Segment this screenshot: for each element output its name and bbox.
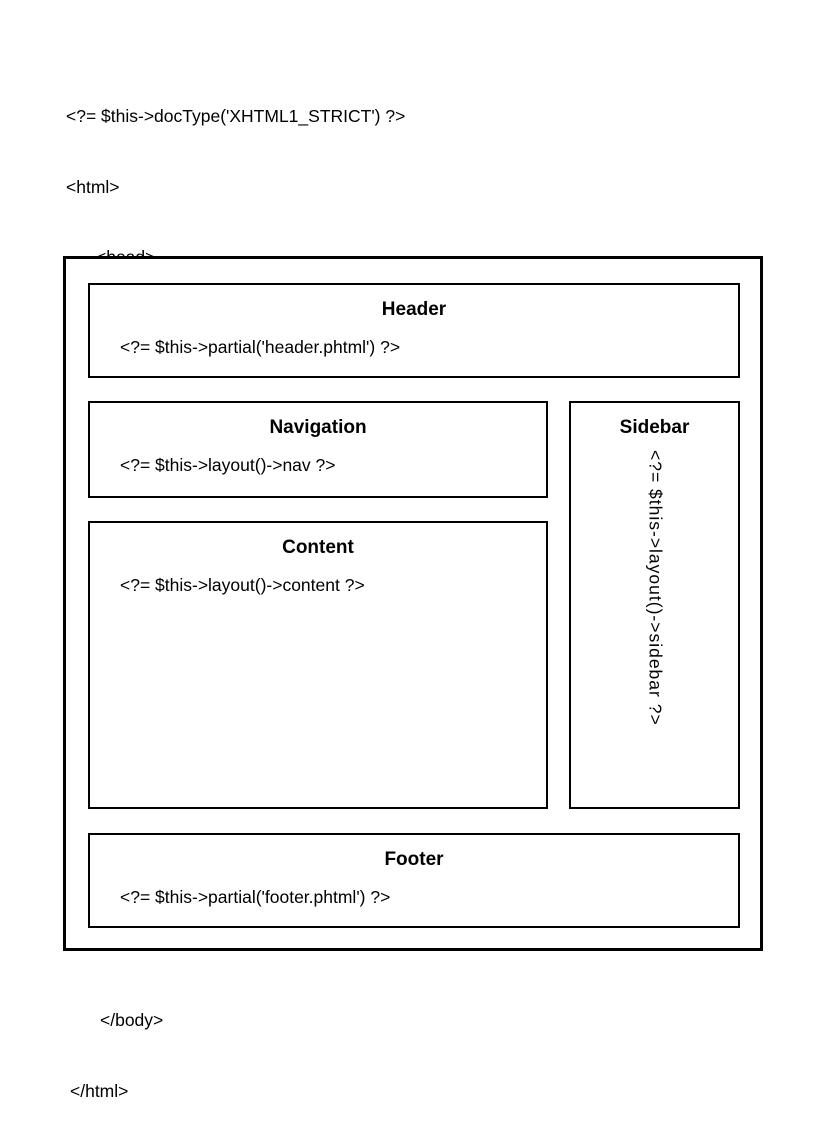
code-line-doctype: <?= $this->docType('XHTML1_STRICT') ?> xyxy=(66,106,406,126)
navigation-box: Navigation <?= $this->layout()->nav ?> xyxy=(88,401,548,498)
navigation-box-code: <?= $this->layout()->nav ?> xyxy=(120,455,336,475)
navigation-box-title: Navigation xyxy=(269,417,367,438)
content-box-title: Content xyxy=(282,537,354,558)
code-line-body-close: </body> xyxy=(100,1010,164,1030)
content-box: Content <?= $this->layout()->content ?> xyxy=(88,521,548,809)
header-box: Header <?= $this->partial('header.phtml'… xyxy=(88,283,740,378)
code-line-html-close: </html> xyxy=(70,1080,129,1101)
sidebar-box: Sidebar <?= $this->layout()->sidebar ?> xyxy=(569,401,740,809)
sidebar-box-title: Sidebar xyxy=(619,417,690,438)
footer-box: Footer <?= $this->partial('footer.phtml'… xyxy=(88,833,740,928)
content-box-code: <?= $this->layout()->content ?> xyxy=(120,575,365,595)
bottom-code-block: </body> </html> xyxy=(70,962,163,1127)
header-box-code: <?= $this->partial('header.phtml') ?> xyxy=(120,337,401,357)
page: { "diagram": { "description": "Zend Fram… xyxy=(63,106,763,1101)
footer-box-title: Footer xyxy=(384,849,444,870)
code-line-html-open: <html> xyxy=(66,176,120,197)
header-box-title: Header xyxy=(381,299,447,320)
body-layout-box: Header <?= $this->partial('header.phtml'… xyxy=(63,256,763,951)
sidebar-box-code: <?= $this->layout()->sidebar ?> xyxy=(645,450,666,726)
footer-box-code: <?= $this->partial('footer.phtml') ?> xyxy=(120,887,391,907)
sidebar-box-code-wrap: <?= $this->layout()->sidebar ?> xyxy=(571,450,738,726)
